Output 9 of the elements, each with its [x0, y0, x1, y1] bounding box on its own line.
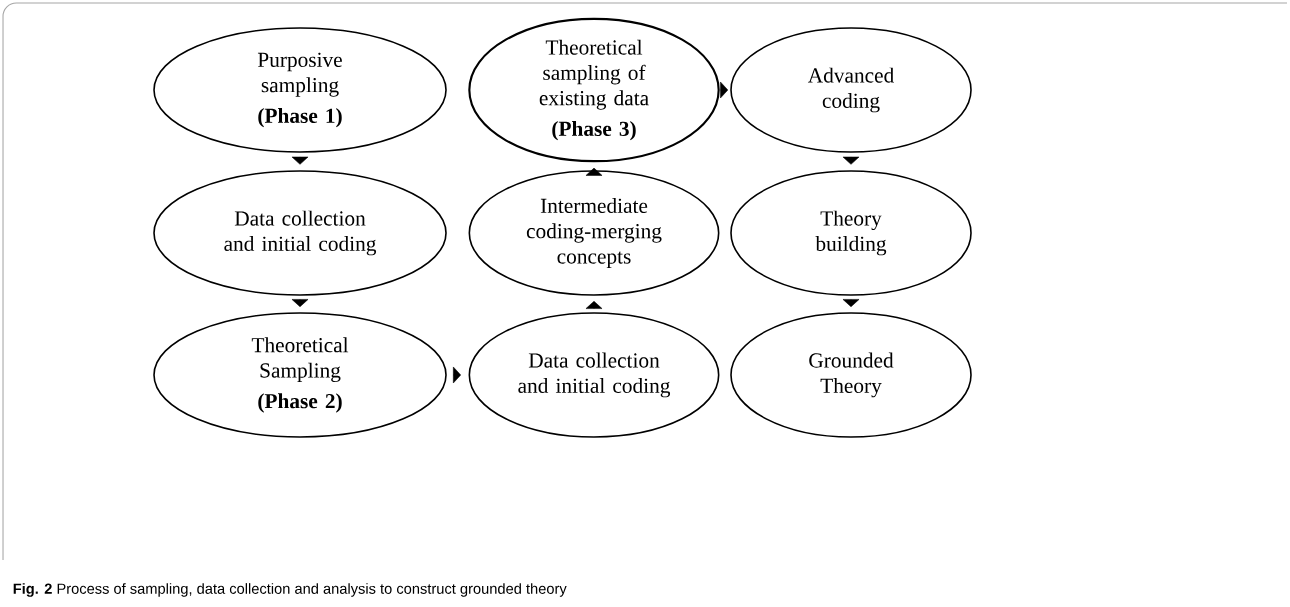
caption: Fig. 2 Process of sampling, data collection and analysis to construct grounded theory: [13, 583, 567, 597]
arrow: [452, 366, 461, 384]
arrow: [842, 156, 860, 165]
arrow: [585, 167, 603, 176]
arrow: [585, 300, 603, 309]
arrow: [842, 299, 860, 308]
arrow: [291, 299, 309, 308]
arrow: [720, 81, 729, 99]
arrow: [291, 156, 309, 165]
